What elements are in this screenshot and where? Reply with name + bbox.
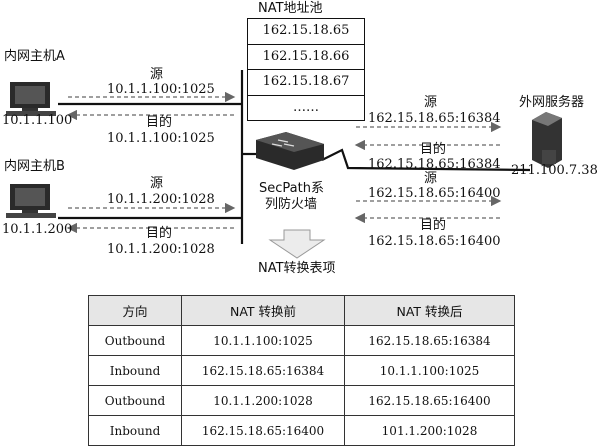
flow-a-dst-label: 目的 [146, 115, 173, 130]
host-b-name: 内网主机B [4, 159, 65, 174]
table-row: Outbound 10.1.1.200:1028 162.15.18.65:16… [88, 385, 515, 416]
flow-r2-src-label: 源 [424, 171, 438, 186]
cell-after: 10.1.1.100:1025 [344, 355, 515, 386]
flow-r1-dst-addr: 162.15.18.65:16384 [368, 157, 501, 172]
nat-translation-table: 方向 NAT 转换前 NAT 转换后 Outbound 10.1.1.100:1… [88, 295, 515, 446]
host-a-name: 内网主机A [4, 49, 65, 64]
flow-r1-src-addr: 162.15.18.65:16384 [368, 111, 501, 126]
flow-r2-src-addr: 162.15.18.65:16400 [368, 186, 501, 201]
cell-before: 10.1.1.100:1025 [181, 325, 345, 356]
pool-entry: 162.15.18.67 [248, 69, 364, 95]
cell-direction: Inbound [88, 355, 182, 386]
flow-b-dst-addr: 10.1.1.200:1028 [107, 242, 215, 257]
pool-entry: 162.15.18.65 [262, 23, 350, 38]
firewall-label-1: SecPath系 [259, 181, 324, 196]
cell-direction: Outbound [88, 325, 182, 356]
table-header-row: 方向 NAT 转换前 NAT 转换后 [88, 295, 515, 326]
nat-address-pool: 162.15.18.65 162.15.18.66 162.15.18.67 …… [247, 18, 365, 121]
flow-a-src-addr: 10.1.1.100:1025 [107, 82, 215, 97]
cell-direction: Outbound [88, 385, 182, 416]
flow-r2-dst-addr: 162.15.18.65:16400 [368, 234, 501, 249]
header-direction: 方向 [88, 295, 182, 326]
flow-r1-src-label: 源 [424, 95, 438, 110]
cell-after: 162.15.18.65:16384 [344, 325, 515, 356]
network-diagram [6, 70, 562, 259]
firewall-icon [256, 132, 324, 170]
header-after: NAT 转换后 [344, 295, 515, 326]
flow-a-dst-addr: 10.1.1.100:1025 [107, 131, 215, 146]
firewall-label-2: 列防火墙 [265, 197, 318, 212]
server-ip: 211.100.7.38 [511, 163, 598, 178]
pool-entry: …… [248, 94, 364, 121]
table-row: Outbound 10.1.1.100:1025 162.15.18.65:16… [88, 325, 515, 356]
server-name: 外网服务器 [519, 95, 585, 110]
cell-after: 162.15.18.65:16400 [344, 385, 515, 416]
cell-before: 162.15.18.65:16384 [181, 355, 345, 386]
nat-table-caption: NAT转换表项 [258, 261, 336, 276]
header-before: NAT 转换前 [181, 295, 345, 326]
flow-b-src-label: 源 [150, 176, 164, 191]
cell-before: 162.15.18.65:16400 [181, 415, 345, 446]
flow-r1-dst-label: 目的 [420, 142, 447, 157]
flow-b-src-addr: 10.1.1.200:1028 [107, 192, 215, 207]
computer-icon-host-b [6, 184, 56, 218]
table-row: Inbound 162.15.18.65:16384 10.1.1.100:10… [88, 355, 515, 386]
table-row: Inbound 162.15.18.65:16400 101.1.200:102… [88, 415, 515, 446]
cell-after: 101.1.200:1028 [344, 415, 515, 446]
host-b-ip: 10.1.1.200 [2, 222, 73, 237]
down-arrow-icon [268, 229, 326, 259]
host-a-ip: 10.1.1.100 [2, 113, 73, 128]
pool-title: NAT地址池 [258, 1, 323, 16]
cell-before: 10.1.1.200:1028 [181, 385, 345, 416]
server-icon [532, 112, 562, 168]
cell-direction: Inbound [88, 415, 182, 446]
flow-b-dst-label: 目的 [146, 226, 173, 241]
computer-icon-host-a [6, 82, 56, 116]
pool-entry: 162.15.18.66 [248, 43, 364, 70]
links [58, 70, 531, 244]
flow-r2-dst-label: 目的 [420, 218, 447, 233]
flow-a-src-label: 源 [150, 67, 164, 82]
